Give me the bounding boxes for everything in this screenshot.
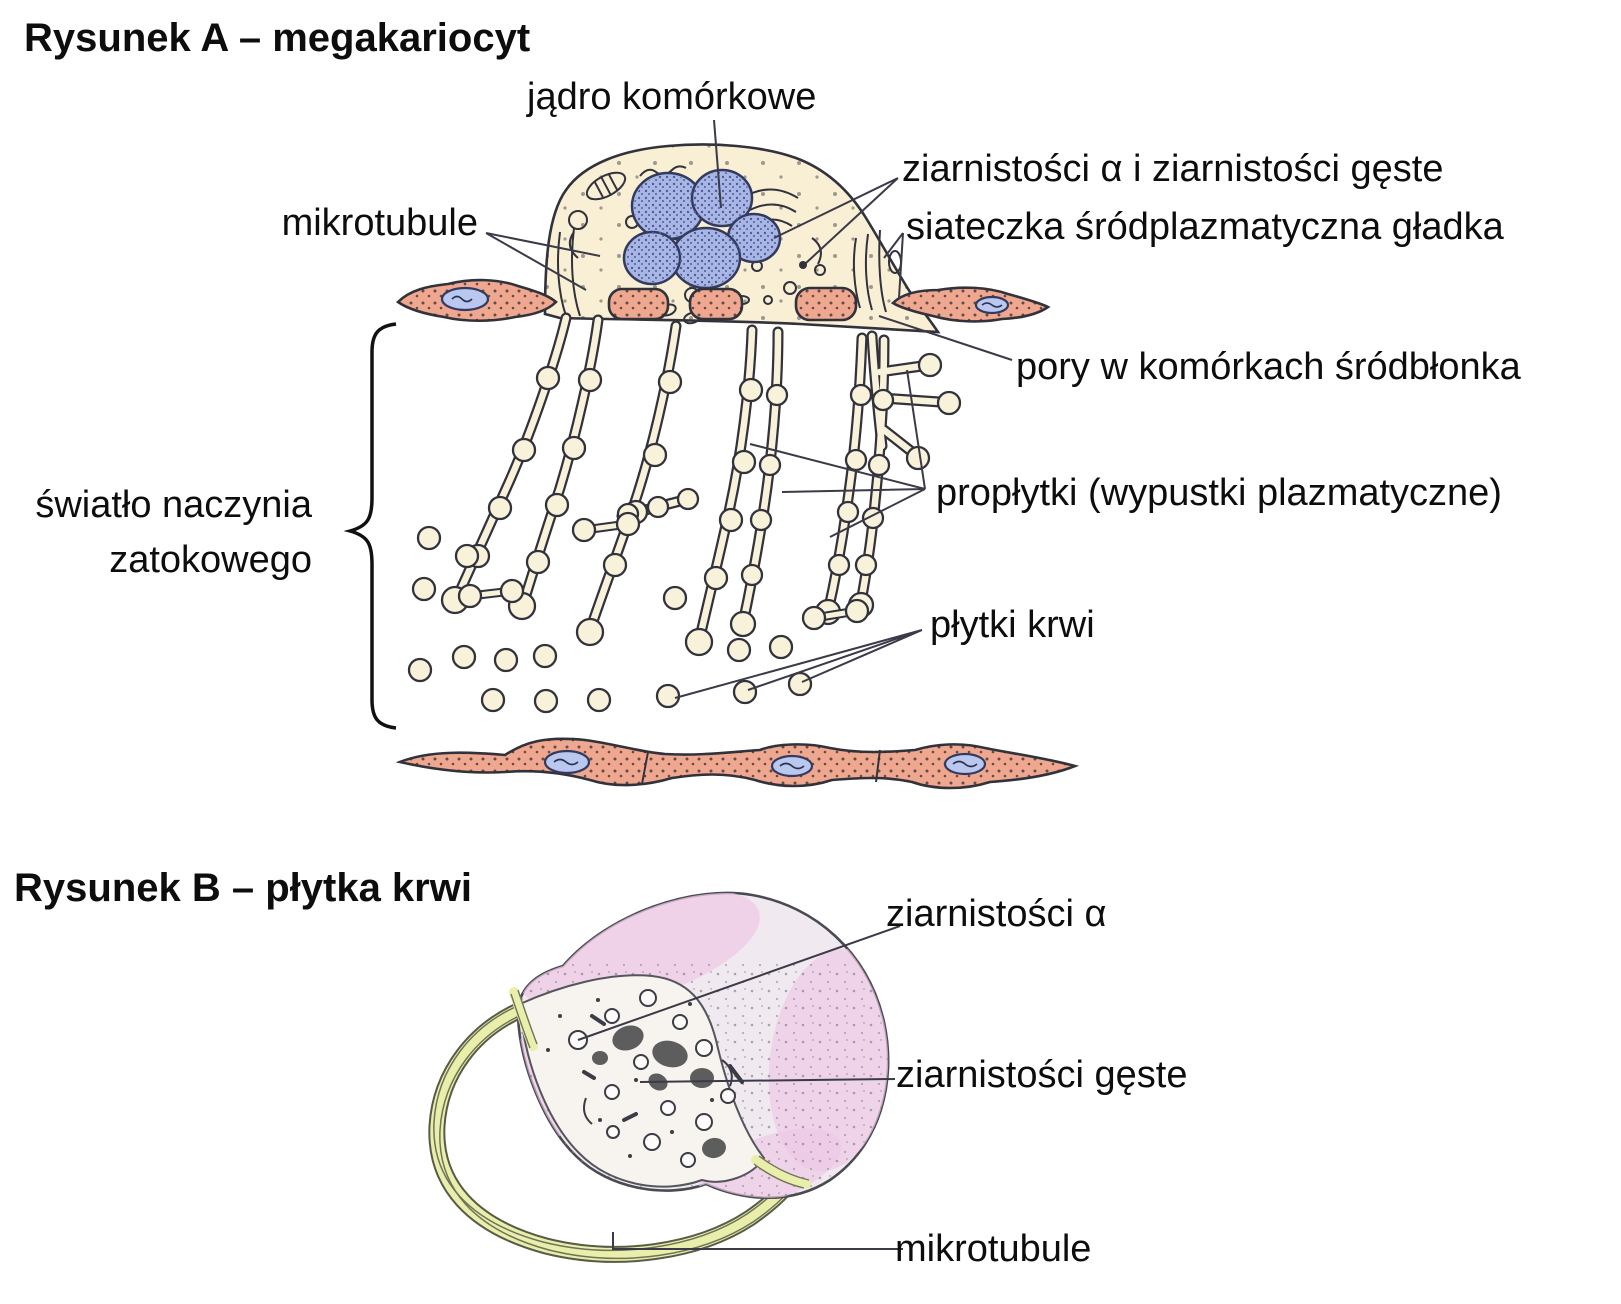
marginal-band-entries — [509, 987, 811, 1189]
leader-line-nucleus — [713, 119, 722, 209]
leader-line-platelets — [674, 629, 923, 699]
label-endothelial-pores: pory w komórkach śródbłonka — [1016, 346, 1521, 388]
figure-a-title: Rysunek A – megakariocyt — [24, 16, 531, 60]
label-microtubules-b: mikrotubule — [895, 1228, 1092, 1270]
label-platelets: płytki krwi — [930, 604, 1095, 646]
leader-line-dense-granules — [639, 1078, 896, 1083]
leader-line-alpha-granules — [577, 925, 901, 1041]
free-platelets — [407, 511, 870, 714]
leader-line-proplatelets — [749, 369, 926, 538]
label-granules-a: ziarnistości α i ziarnistości gęste — [902, 148, 1444, 190]
leader-line-microtubules-b — [612, 1232, 903, 1250]
label-microtubules-a: mikrotubule — [281, 202, 478, 244]
endothelium-top — [395, 278, 1051, 323]
sinusoid-lumen-brace — [343, 322, 397, 730]
dense-granules-cluster — [592, 1025, 726, 1159]
label-sinusoid-lumen: światło naczynia zatokowego — [14, 478, 312, 588]
endothelial-nucleus-icon — [440, 286, 490, 312]
label-sinusoid-lumen-line1: światło naczynia — [35, 484, 312, 526]
proplatelet-strands — [440, 312, 962, 657]
label-dense-granules-b: ziarnistości gęste — [896, 1054, 1188, 1096]
figure-b-title: Rysunek B – płytka krwi — [14, 866, 472, 910]
leader-line-granules-a — [773, 177, 899, 264]
label-alpha-granules-b: ziarnistości α — [886, 893, 1107, 935]
megakaryocyte-cell — [543, 143, 941, 334]
platelet-figure — [428, 891, 903, 1263]
label-sinusoid-lumen-line2: zatokowego — [109, 539, 312, 582]
proplatelet-beads — [440, 352, 962, 657]
label-cell-nucleus: jądro komórkowe — [527, 76, 817, 118]
leader-line-ser — [883, 232, 904, 299]
microtubule-channels-icon — [557, 210, 588, 317]
alpha-granules-cluster — [568, 989, 736, 1168]
label-proplatelets: propłytki (wypustki plazmatyczne) — [936, 472, 1502, 514]
endothelium-bottom — [395, 737, 1080, 790]
leader-line-microtubules-a — [485, 232, 601, 291]
cell-nucleus — [622, 168, 782, 290]
label-smooth-er: siateczka śródplazmatyczna gładka — [906, 206, 1504, 248]
marginal-band-microtubules — [428, 997, 809, 1263]
leader-lines-b — [577, 925, 903, 1250]
leader-lines-a — [485, 119, 1013, 699]
dense-granule-icon — [799, 261, 807, 269]
leader-line-pores — [878, 315, 1013, 361]
